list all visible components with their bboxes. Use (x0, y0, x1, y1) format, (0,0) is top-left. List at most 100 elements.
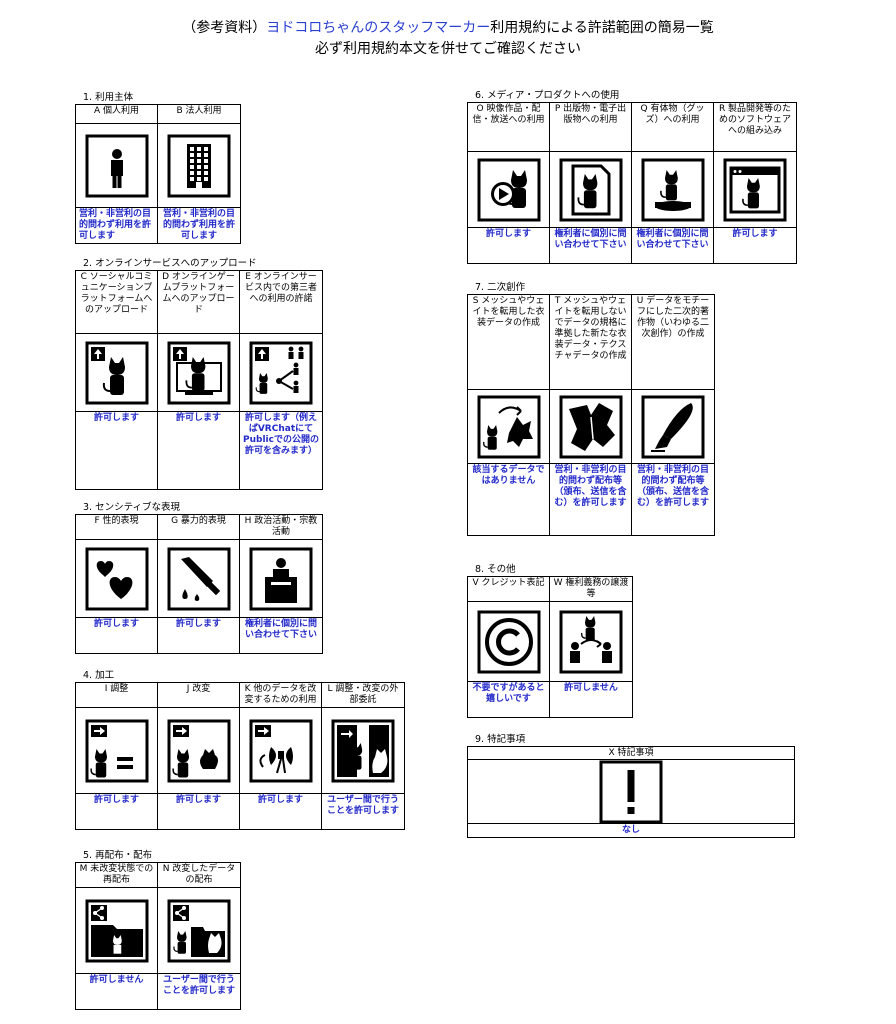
title-name: ヨドコロちゃんのスタッフマーカー (266, 20, 491, 36)
cell-heading: H 政治活動・宗教活動 (244, 516, 318, 537)
permission-cell: L 調整・改変の外部委託 ユーザー間で行うことを許可します (322, 683, 404, 829)
section-label: 4. 加工 (83, 670, 115, 681)
cell-heading: N 改変したデータの配布 (162, 864, 236, 885)
cell-permission: ユーザー間で行うことを許可します (322, 793, 404, 829)
page-subtitle: 必ず利用規約本文を併せてご確認ください (315, 41, 581, 57)
cell-heading: V クレジット表記 (472, 578, 545, 588)
cell-permission: 営利・非営利の目的問わず配布等（頒布、送信を含む）を許可します (632, 463, 714, 535)
permission-cell: B 法人利用営利・非営利の目的問わず利用を許可します (158, 105, 240, 243)
cell-heading: F 性的表現 (94, 516, 139, 526)
permission-cell: V クレジット表記不要ですがあると嬉しいです (468, 577, 550, 717)
cell-heading: R 製品開発等のためのソフトウェアへの組み込み (718, 104, 792, 136)
hearts-icon (76, 539, 157, 617)
permission-cell: E オンラインサービス内での第三者への利用の許諾 許可します（例えばVRChat… (240, 271, 322, 489)
page-title: （参考資料）ヨドコロちゃんのスタッフマーカー利用規約による許諾範囲の簡易一覧 (0, 18, 896, 38)
section-grid: S メッシュやウェイトを転用した衣装データの作成 該当するデータではありません T… (467, 294, 715, 536)
section-grid: X 特記事項なし (467, 746, 795, 838)
permission-cell: D オンラインゲームプラットフォームへのアップロード 許可します (158, 271, 240, 489)
transfer-icon (550, 601, 632, 681)
share-folder-icon (76, 887, 157, 973)
cell-heading: C ソーシャルコミュニケーションプラットフォームへのアップロード (80, 272, 153, 315)
cell-permission: 許可しません (76, 973, 157, 1009)
cell-heading: G 暴力的表現 (171, 516, 226, 526)
permission-cell: C ソーシャルコミュニケーションプラットフォームへのアップロード 許可します (76, 271, 158, 489)
cell-permission: 許可します (76, 411, 157, 489)
permission-cell: M 未改変状態での再配布許可しません (76, 863, 158, 1009)
title-prefix: （参考資料） (182, 20, 267, 36)
section-label: 7. 二次創作 (475, 282, 526, 293)
upload-social-icon (76, 333, 157, 411)
cell-heading: E オンラインサービス内での第三者への利用の許諾 (244, 272, 317, 304)
exclamation-icon (468, 759, 794, 823)
adjust-icon (76, 707, 157, 793)
cell-heading: D オンラインゲームプラットフォームへのアップロード (162, 272, 235, 315)
permission-cell: H 政治活動・宗教活動権利者に個別に問い合わせて下さい (240, 515, 322, 653)
cell-heading: I 調整 (104, 684, 129, 694)
permission-cell: R 製品開発等のためのソフトウェアへの組み込み 許可します (714, 103, 796, 263)
cell-permission: 許可します (468, 227, 549, 263)
cell-permission: 該当するデータではありません (468, 463, 549, 535)
podium-icon (240, 539, 322, 617)
cell-heading: X 特記事項 (608, 748, 654, 758)
cell-heading: M 未改変状態での再配布 (79, 864, 154, 885)
cell-permission: 許可します (76, 793, 157, 829)
knife-icon (158, 539, 239, 617)
permission-cell: U データをモチーフにした二次的著作物（いわゆる二次創作）の作成営利・非営利の目… (632, 295, 714, 535)
cell-heading: W 権利義務の譲渡等 (553, 578, 629, 599)
cell-permission: 許可しません (550, 681, 632, 717)
costume-icon (468, 389, 549, 463)
cell-permission: 権利者に個別に問い合わせて下さい (632, 227, 713, 263)
cell-heading: U データをモチーフにした二次的著作物（いわゆる二次創作）の作成 (636, 296, 710, 339)
permission-cell: X 特記事項なし (468, 747, 794, 837)
cell-permission: 営利・非営利の目的問わず利用を許可します (76, 207, 157, 243)
permission-cell: W 権利義務の譲渡等 許可しません (550, 577, 632, 717)
upload-share-icon (240, 333, 322, 411)
cell-permission: 許可します (158, 617, 239, 653)
cell-heading: B 法人利用 (176, 106, 222, 116)
cell-permission: 営利・非営利の目的問わず利用を許可します (158, 207, 240, 243)
bow-icon (240, 707, 321, 793)
permission-cell: P 出版物・電子出版物への利用 権利者に個別に問い合わせて下さい (550, 103, 632, 263)
share-modified-icon (158, 887, 240, 973)
permission-cell: T メッシュやウェイトを転用しないでデータの規格に準拠した新たな衣装データ・テク… (550, 295, 632, 535)
cell-heading: A 個人利用 (93, 106, 140, 116)
building-icon (158, 123, 240, 207)
cell-heading: T メッシュやウェイトを転用しないでデータの規格に準拠した新たな衣装データ・テク… (554, 296, 627, 361)
permission-cell: I 調整 許可します (76, 683, 158, 829)
title-suffix: 利用規約による許諾範囲の簡易一覧 (490, 20, 714, 36)
cell-permission: 営利・非営利の目的問わず配布等（頒布、送信を含む）を許可します (550, 463, 631, 535)
cell-heading: O 映像作品・配信・放送への利用 (472, 104, 545, 125)
copyright-icon (468, 601, 549, 681)
section-label: 8. その他 (475, 564, 516, 575)
cell-heading: Q 有体物（グッズ）への利用 (640, 104, 705, 125)
cell-permission: 許可します (158, 793, 239, 829)
upload-game-icon (158, 333, 239, 411)
permission-cell: O 映像作品・配信・放送への利用 許可します (468, 103, 550, 263)
cell-permission: 許可します (240, 793, 321, 829)
cell-permission: 許可します (76, 617, 157, 653)
section-label: 5. 再配布・配布 (83, 850, 153, 861)
cloth-icon (550, 389, 631, 463)
cell-permission: 許可します (158, 411, 239, 489)
software-icon (714, 151, 796, 227)
section-label: 2. オンラインサービスへのアップロード (83, 258, 257, 269)
cell-heading: J 改変 (186, 684, 211, 694)
permission-cell: K 他のデータを改変するための利用許可します (240, 683, 322, 829)
permission-cell: Q 有体物（グッズ）への利用 権利者に個別に問い合わせて下さい (632, 103, 714, 263)
cell-permission: 許可します (714, 227, 796, 263)
section-label: 9. 特記事項 (475, 734, 526, 745)
permission-cell: A 個人利用営利・非営利の目的問わず利用を許可します (76, 105, 158, 243)
permission-cell: J 改変 許可します (158, 683, 240, 829)
pen-icon (632, 389, 714, 463)
video-icon (468, 151, 549, 227)
cell-permission: なし (468, 823, 794, 837)
cell-heading: S メッシュやウェイトを転用した衣装データの作成 (472, 296, 545, 328)
person-icon (76, 123, 157, 207)
